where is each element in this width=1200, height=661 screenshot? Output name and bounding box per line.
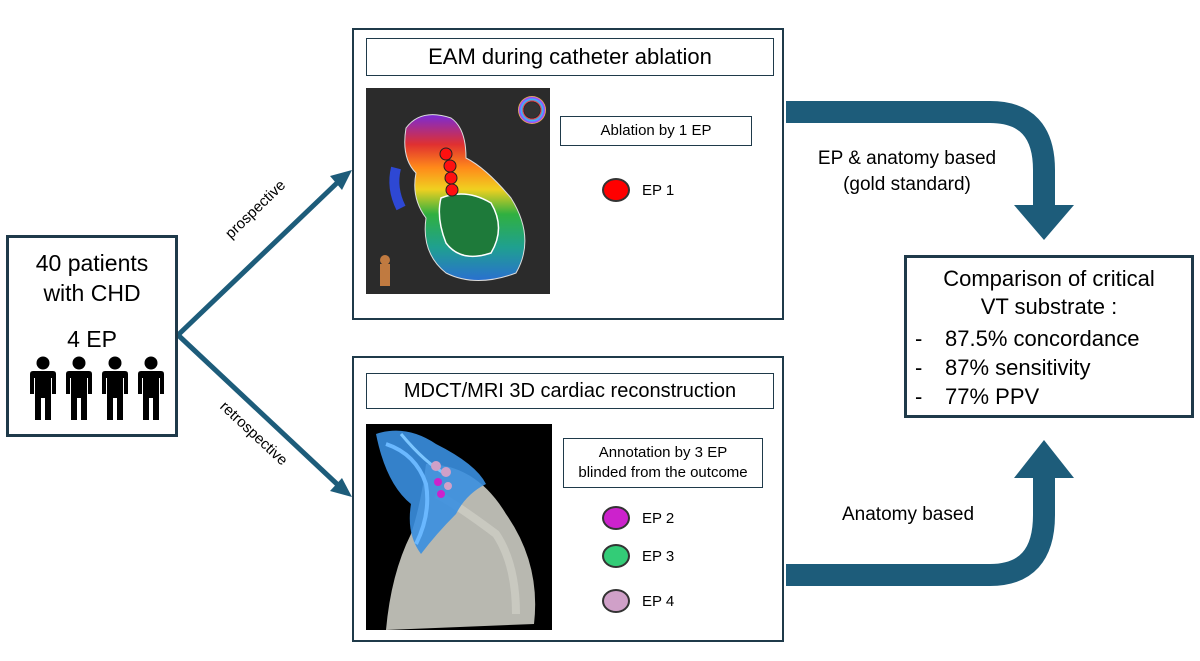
people-icons [30, 356, 164, 420]
comparison-box: Comparison of critical VT substrate : - … [904, 255, 1194, 418]
ep4-dot [602, 589, 630, 613]
ablation-label-box: Ablation by 1 EP [560, 116, 752, 146]
patients-count: 40 patients [35, 250, 149, 276]
reconstruction-panel: MDCT/MRI 3D cardiac reconstruction Annot… [352, 356, 784, 642]
anatomy-based-label: Anatomy based [841, 504, 975, 525]
person-icon [102, 356, 128, 420]
legend-ep4-label: EP 4 [642, 592, 675, 610]
result-bullet-3: - [915, 384, 923, 409]
cardiac-reconstruction-image [366, 424, 552, 630]
legend-ep2: EP 2 [602, 506, 674, 530]
person-icon [66, 356, 92, 420]
reconstruction-panel-title: MDCT/MRI 3D cardiac reconstruction [366, 373, 774, 409]
result-bullet-1: - [915, 326, 923, 351]
eam-panel-title: EAM during catheter ablation [366, 38, 774, 76]
ep3-dot [602, 544, 630, 568]
result-concordance: 87.5% concordance [945, 326, 1140, 351]
legend-ep2-label: EP 2 [642, 509, 675, 527]
result-bullet-2: - [915, 355, 923, 380]
legend-ep3-label: EP 3 [642, 547, 675, 565]
legend-ep3: EP 3 [602, 544, 674, 568]
person-icon [138, 356, 164, 420]
person-icon [30, 356, 56, 420]
gold-standard-label: EP & anatomy based (gold standard) [792, 146, 1022, 198]
gold-standard-line1: EP & anatomy based [817, 148, 997, 169]
legend-ep4: EP 4 [602, 589, 674, 613]
prospective-arrow [176, 170, 352, 337]
comparison-title-line2: VT substrate : [980, 294, 1118, 319]
anatomy-based-arrow [786, 440, 1074, 586]
eam-map-image [366, 88, 550, 294]
result-ppv: 77% PPV [945, 384, 1040, 409]
ep-count: 4 EP [67, 326, 117, 352]
gold-standard-line2: (gold standard) [843, 174, 971, 195]
ablation-label: Ablation by 1 EP [600, 122, 712, 139]
annotation-line2: blinded from the outcome [578, 464, 748, 481]
patients-box: 40 patients with CHD 4 EP [6, 235, 178, 437]
gold-standard-arrow [786, 101, 1074, 240]
comparison-title-line1: Comparison of critical [943, 266, 1155, 291]
legend-ep1-label: EP 1 [642, 181, 675, 199]
result-sensitivity: 87% sensitivity [945, 355, 1091, 380]
patients-condition: with CHD [43, 280, 141, 306]
ep1-dot [602, 178, 630, 202]
eam-panel: EAM during catheter ablation [352, 28, 784, 320]
retrospective-arrow [176, 333, 352, 497]
legend-ep1: EP 1 [602, 178, 674, 202]
ep2-dot [602, 506, 630, 530]
annotation-label-box: Annotation by 3 EP blinded from the outc… [563, 438, 763, 488]
annotation-line1: Annotation by 3 EP [598, 444, 728, 461]
